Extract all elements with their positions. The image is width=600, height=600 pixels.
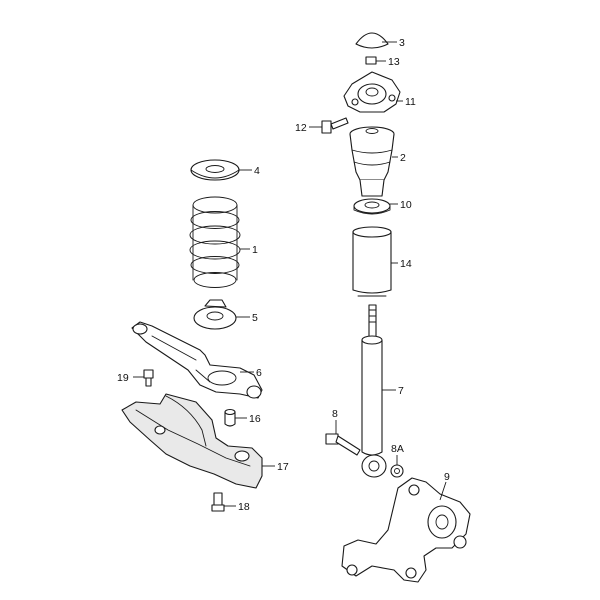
strut-mount[interactable]: [343, 71, 401, 113]
callout-8a: 8A: [391, 443, 404, 455]
callout-16: 16: [249, 413, 261, 425]
callout-labels: 3 13 11 12 2 10 14 7 8 8A 9 4 1 5 6 19 1…: [117, 37, 450, 513]
callout-4: 4: [254, 165, 260, 177]
shock-absorber[interactable]: [361, 304, 387, 478]
upper-seat-10[interactable]: [353, 198, 391, 215]
bolt-12[interactable]: [321, 117, 349, 134]
callout-13: 13: [388, 56, 400, 68]
callout-3: 3: [399, 37, 405, 49]
callout-8: 8: [332, 408, 338, 420]
washer-8a[interactable]: [390, 464, 404, 478]
callout-9: 9: [444, 471, 450, 483]
bolt-19[interactable]: [143, 369, 154, 387]
callout-17: 17: [277, 461, 289, 473]
wheel-bearing-housing[interactable]: [341, 477, 471, 583]
callout-11: 11: [405, 96, 416, 108]
callout-14: 14: [400, 258, 412, 270]
spring-seat-lower[interactable]: [193, 299, 237, 330]
buffer-boot[interactable]: [349, 126, 395, 197]
bolt-8[interactable]: [325, 433, 361, 456]
rubber-bump-16[interactable]: [224, 408, 236, 427]
callout-18: 18: [238, 501, 250, 513]
protective-tube[interactable]: [352, 226, 392, 297]
callout-19: 19: [117, 372, 129, 384]
dust-cap[interactable]: [355, 32, 389, 49]
subframe[interactable]: [121, 393, 263, 489]
callout-2: 2: [400, 152, 406, 164]
callout-7: 7: [398, 385, 404, 397]
control-arm[interactable]: [131, 321, 263, 399]
callout-6: 6: [256, 367, 262, 379]
callout-12: 12: [295, 122, 307, 134]
spring-seat-upper[interactable]: [190, 159, 240, 181]
nut-13[interactable]: [365, 56, 377, 65]
coil-spring[interactable]: [189, 196, 241, 288]
callout-1: 1: [252, 244, 258, 256]
callout-10: 10: [400, 199, 412, 211]
callout-5: 5: [252, 312, 258, 324]
bolt-18[interactable]: [211, 492, 225, 512]
leader-lines: [133, 41, 447, 507]
